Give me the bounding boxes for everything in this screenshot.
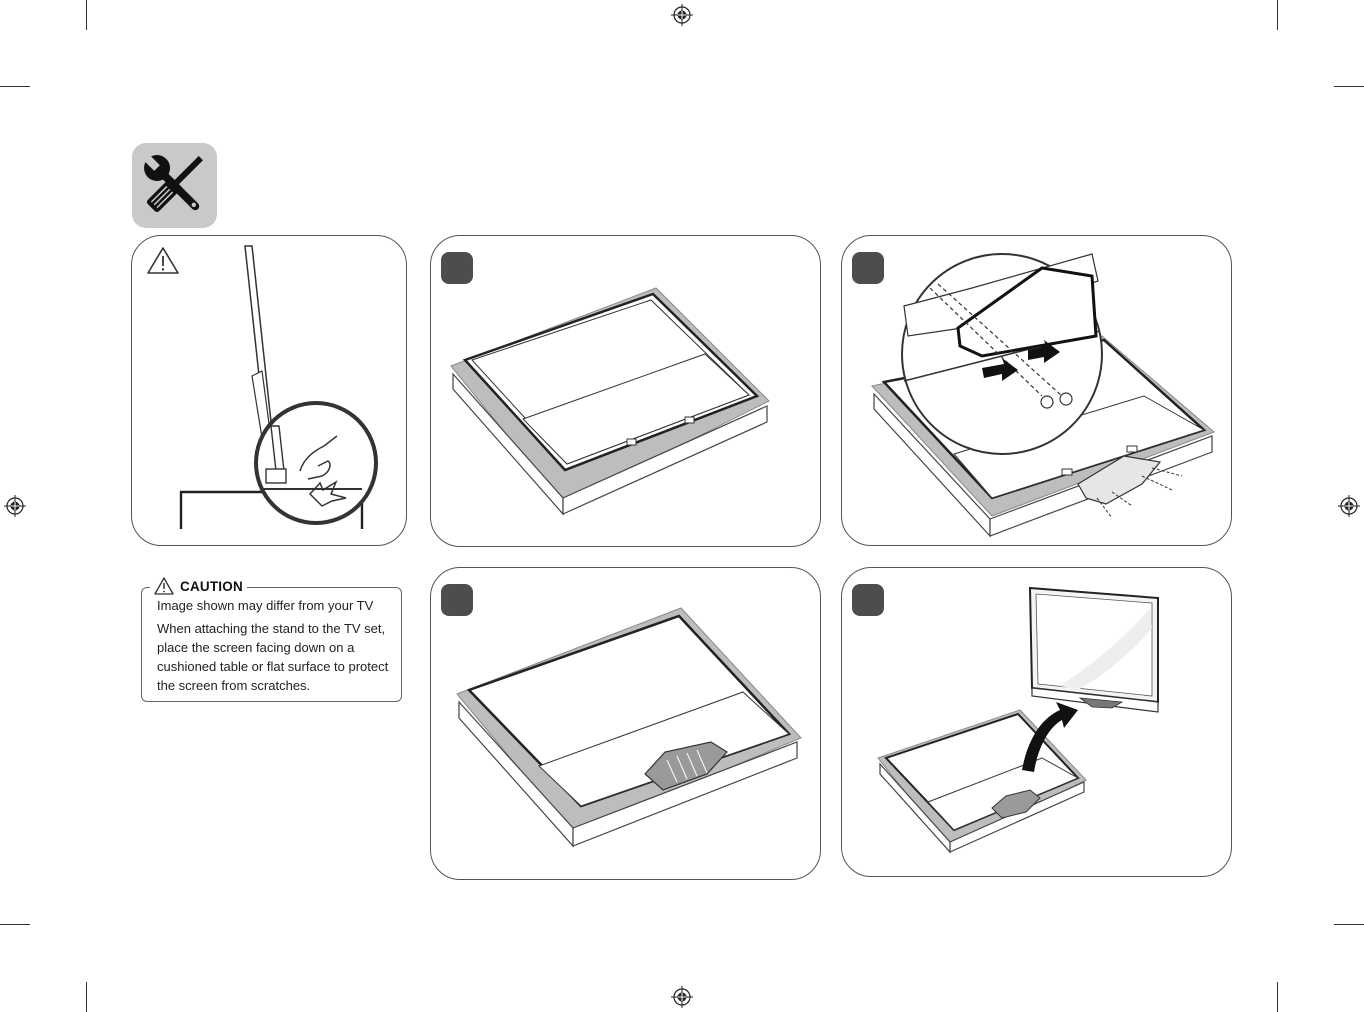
- crop-mark: [0, 86, 30, 87]
- crop-mark: [86, 982, 87, 1012]
- registration-mark-icon: [4, 495, 26, 517]
- crop-mark: [1334, 86, 1364, 87]
- step-4-panel: [841, 567, 1232, 877]
- crop-mark: [0, 924, 30, 925]
- crop-mark: [1277, 0, 1278, 30]
- warning-triangle-icon: [148, 248, 178, 273]
- crop-mark: [1277, 982, 1278, 1012]
- step-2-panel: [841, 235, 1232, 546]
- caution-title: CAUTION: [180, 579, 243, 594]
- step-1-panel: [430, 235, 821, 547]
- crop-mark: [86, 0, 87, 30]
- registration-mark-icon: [671, 986, 693, 1008]
- caution-line-2: When attaching the stand to the TV set, …: [157, 619, 397, 695]
- crop-mark: [1334, 924, 1364, 925]
- warning-triangle-icon: [154, 577, 174, 595]
- warning-illustration-panel: [131, 235, 407, 546]
- caution-heading: CAUTION: [150, 576, 247, 596]
- registration-mark-icon: [1338, 495, 1360, 517]
- step-3-panel: [430, 567, 821, 880]
- registration-mark-icon: [671, 4, 693, 26]
- tools-icon: [132, 143, 217, 228]
- caution-line-1: Image shown may differ from your TV: [157, 596, 373, 615]
